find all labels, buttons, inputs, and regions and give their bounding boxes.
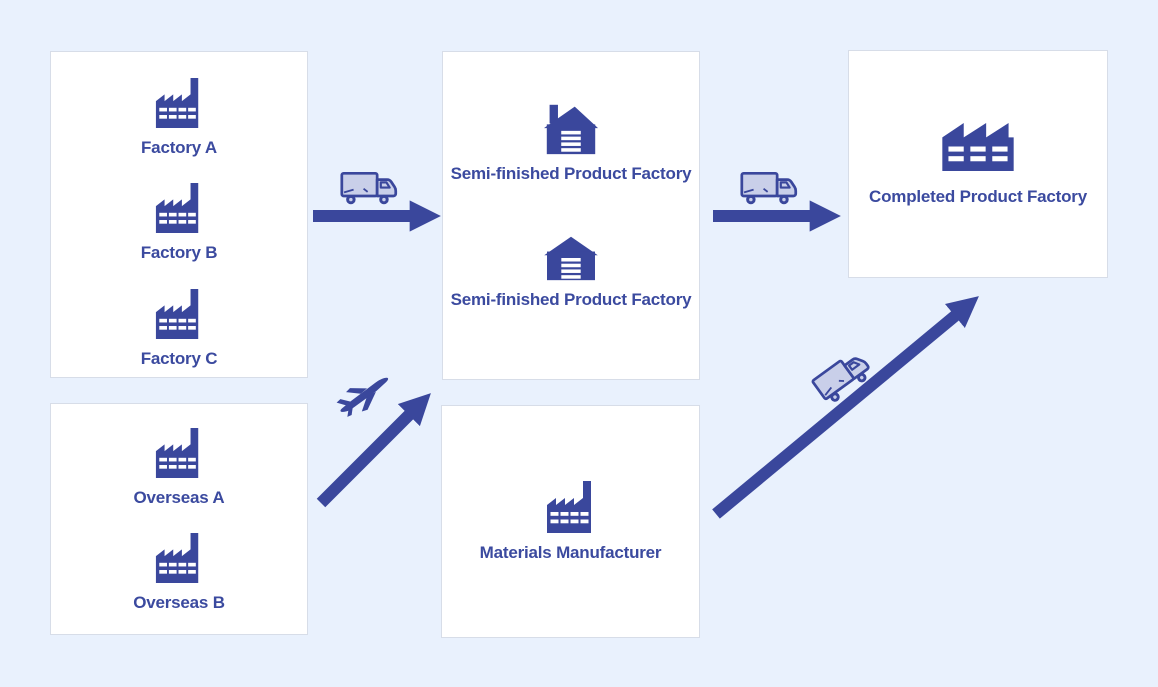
truck-icon — [340, 171, 398, 206]
flow-arrow-overseas-to-semi — [316, 393, 431, 508]
node-label: Overseas A — [133, 488, 225, 507]
node-label: Semi-finished Product Factory — [450, 164, 692, 183]
panel-domestic-factories: Factory A Factory B Factory C — [50, 51, 308, 378]
node-materials-manufacturer: Materials Manufacturer — [480, 479, 662, 563]
node-overseas-b: Overseas B — [133, 531, 225, 613]
node-factory-a: Factory A — [141, 76, 217, 158]
node-label: Semi-finished Product Factory — [450, 290, 692, 310]
truck-icon — [814, 360, 872, 395]
node-label: Overseas B — [133, 593, 225, 613]
node-label: Materials Manufacturer — [479, 543, 662, 563]
node-factory-b: Factory B — [140, 181, 218, 263]
node-label: Factory C — [140, 348, 218, 368]
node-overseas-a: Overseas A — [134, 426, 225, 508]
panel-overseas-factories: Overseas A Overseas B — [50, 403, 308, 635]
node-label: Completed Product Factory — [869, 187, 1087, 207]
panel-materials-manufacturer: Materials Manufacturer — [441, 405, 700, 638]
node-factory-c: Factory C — [140, 287, 218, 369]
node-label: Factory B — [140, 243, 218, 263]
flow-arrow-materials-to-completed — [712, 296, 979, 519]
node-label: Factory A — [141, 138, 217, 157]
node-semi-finished-1: Semi-finished Product Factory — [451, 102, 692, 184]
truck-icon — [740, 171, 798, 206]
airplane-icon — [333, 378, 395, 414]
panel-completed-product-factory: Completed Product Factory — [848, 50, 1108, 278]
node-semi-finished-2: Semi-finished Product Factory — [451, 234, 692, 310]
panel-semi-finished: Semi-finished Product Factory Semi-finis… — [442, 51, 700, 380]
node-completed-product-factory: Completed Product Factory — [869, 120, 1087, 207]
